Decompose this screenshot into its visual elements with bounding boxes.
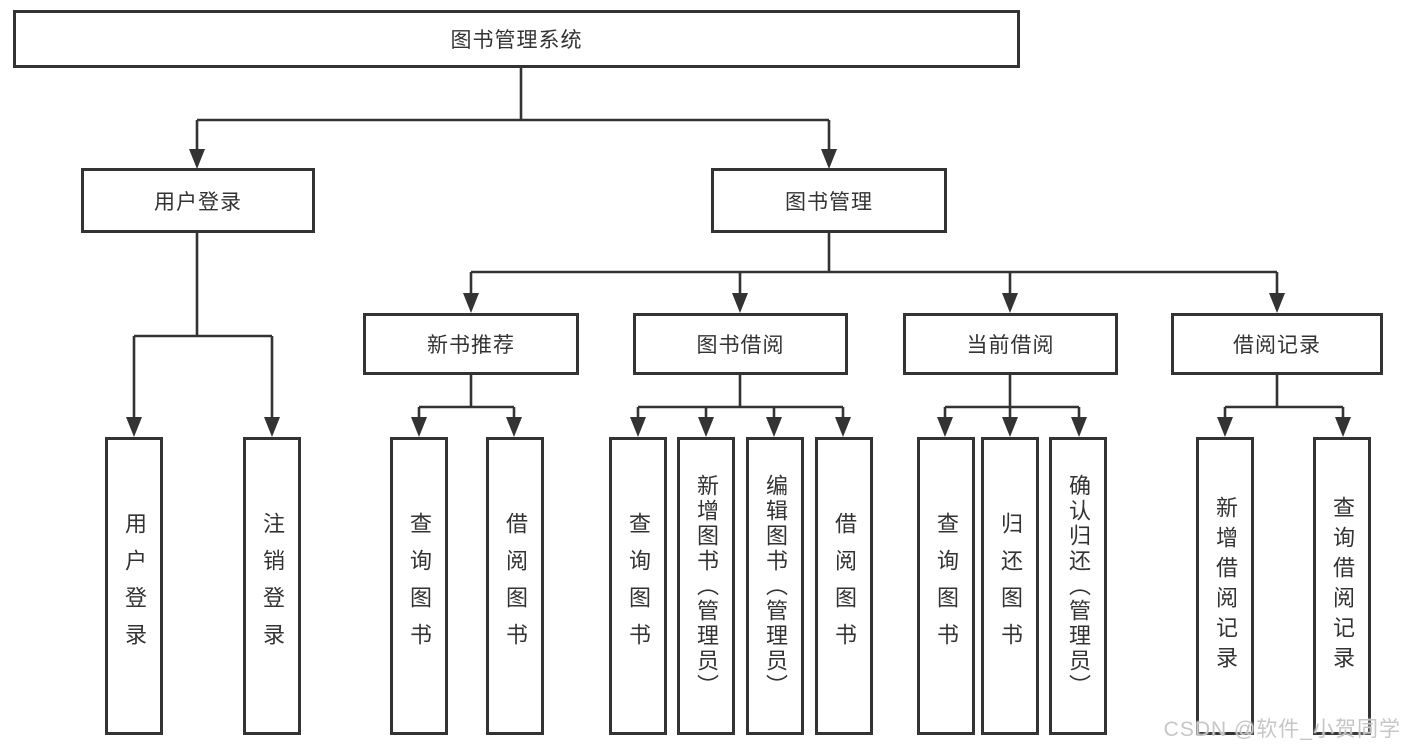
node-book-management: 图书管理 (711, 168, 947, 233)
arrow-user-login (189, 149, 205, 169)
arrow-bookborrow (732, 293, 748, 313)
watermark: CSDN @软件_小贺同学 (1163, 718, 1401, 741)
arrow-leaf-login (126, 417, 142, 437)
arrow-currentborrow (1002, 293, 1018, 313)
arrow-leaf-editbook (766, 417, 782, 437)
node-system-root: 图书管理系统 (13, 10, 1020, 68)
leaf-query-books-borrow-label: 查询图书 (626, 512, 651, 660)
leaf-edit-book-admin: 编辑图书（管理员） (746, 437, 804, 735)
leaf-query-borrow-record: 查询借阅记录 (1313, 437, 1371, 735)
node-system-root-label: 图书管理系统 (450, 29, 583, 52)
arrow-records (1269, 293, 1285, 313)
node-book-borrow: 图书借阅 (633, 313, 848, 375)
leaf-borrow-books: 借阅图书 (815, 437, 873, 735)
arrow-newbook (463, 293, 479, 313)
leaf-query-books-recommend-label: 查询图书 (407, 512, 432, 660)
arrow-leaf-logout (264, 417, 280, 437)
leaf-query-books-recommend: 查询图书 (390, 437, 448, 735)
node-book-management-label: 图书管理 (785, 190, 873, 214)
leaf-borrow-books-label: 借阅图书 (832, 512, 857, 660)
node-current-borrow-label: 当前借阅 (966, 334, 1055, 357)
leaf-confirm-return-admin-label: 确认归还（管理员） (1066, 473, 1091, 699)
arrow-leaf-addbook (698, 417, 714, 437)
leaf-query-books-current: 查询图书 (917, 437, 975, 735)
leaf-query-borrow-record-label: 查询借阅记录 (1330, 496, 1355, 676)
node-new-book-recommend-label: 新书推荐 (427, 334, 515, 357)
arrow-leaf-query1 (411, 417, 427, 437)
leaf-borrow-books-recommend: 借阅图书 (486, 437, 544, 735)
node-current-borrow: 当前借阅 (903, 313, 1118, 375)
leaf-add-book-admin: 新增图书（管理员） (677, 437, 735, 735)
arrow-leaf-borrow2 (835, 417, 851, 437)
leaf-borrow-books-recommend-label: 借阅图书 (503, 512, 528, 660)
leaf-confirm-return-admin: 确认归还（管理员） (1049, 437, 1107, 735)
leaf-add-borrow-record-label: 新增借阅记录 (1213, 496, 1238, 676)
leaf-add-book-admin-label: 新增图书（管理员） (694, 473, 719, 699)
leaf-user-login-label: 用户登录 (122, 512, 147, 660)
leaf-query-books-borrow: 查询图书 (609, 437, 667, 735)
arrow-leaf-query3 (937, 417, 953, 437)
node-borrow-records-label: 借阅记录 (1233, 334, 1321, 357)
node-user-login: 用户登录 (81, 168, 315, 233)
node-book-borrow-label: 图书借阅 (696, 334, 785, 357)
leaf-return-books: 归还图书 (981, 437, 1039, 735)
leaf-logout: 注销登录 (243, 437, 301, 735)
leaf-edit-book-admin-label: 编辑图书（管理员） (763, 473, 788, 699)
arrow-leaf-return (1002, 417, 1018, 437)
arrow-book-mgmt (821, 149, 837, 169)
leaf-query-books-current-label: 查询图书 (934, 512, 959, 660)
arrow-leaf-query2 (630, 417, 646, 437)
arrow-leaf-borrow1 (506, 417, 522, 437)
arrow-leaf-addrecord (1217, 417, 1233, 437)
leaf-add-borrow-record: 新增借阅记录 (1196, 437, 1254, 735)
arrow-leaf-queryrecord (1335, 417, 1351, 437)
node-borrow-records: 借阅记录 (1171, 313, 1383, 375)
arrow-leaf-confirmreturn (1071, 417, 1087, 437)
leaf-return-books-label: 归还图书 (998, 512, 1023, 660)
node-new-book-recommend: 新书推荐 (363, 313, 579, 375)
leaf-logout-label: 注销登录 (260, 512, 285, 660)
arrowheads (126, 149, 1351, 437)
node-user-login-label: 用户登录 (154, 190, 242, 214)
leaf-user-login: 用户登录 (105, 437, 163, 735)
